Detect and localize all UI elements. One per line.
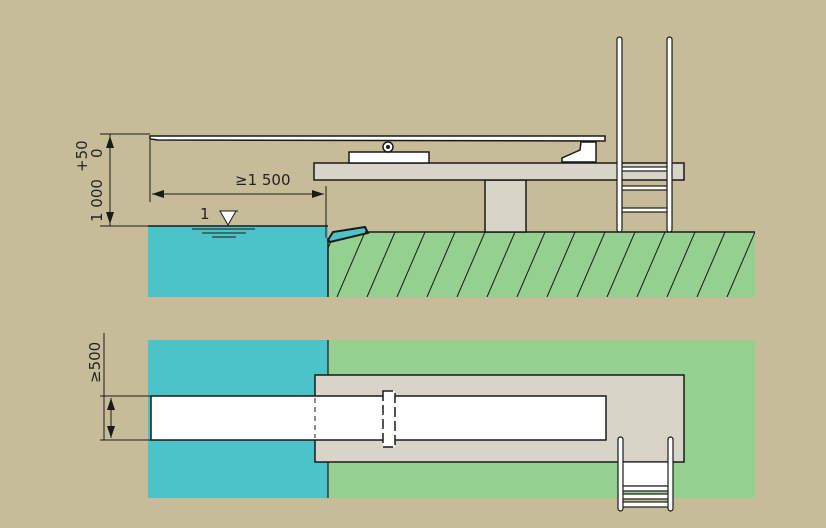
height-lower-tolerance: 0 [88,148,106,158]
clearance-dimension-label: ≥500 [86,342,104,383]
height-dimension [100,133,150,227]
hatch-line [456,232,486,297]
hatch-line [486,232,516,297]
height-dimension-label: 1 000 [88,179,106,222]
water-ripples [192,228,255,238]
hatch-line [696,232,726,297]
hatch-line [366,232,396,297]
side-view: 1 000 0 +50 ≥1 500 1 [73,36,785,297]
water-level-triangle-icon [219,210,237,227]
ladder-side [616,36,673,233]
platform [313,162,685,181]
overhang-dimension-label: ≥1 500 [235,171,291,189]
hatch-line [546,232,576,297]
hatch-line [606,232,636,297]
hatch-line [757,232,785,297]
diving-board-plan [150,395,607,441]
hatch-line [636,232,666,297]
ground-hatching [328,232,785,297]
clearance-dimension [100,333,151,441]
water-section [148,226,328,297]
fulcrum-clamp-plan [382,390,396,448]
hatch-line [516,232,546,297]
pool-edge-coping [326,225,370,244]
plan-view: ≥500 [86,333,755,512]
hatch-line [336,232,366,297]
overhang-dimension [149,140,327,238]
height-upper-tolerance: +50 [73,140,91,172]
rear-anchor [561,141,597,163]
hatch-line [396,232,426,297]
fulcrum-block [348,151,430,164]
hatch-line [666,232,696,297]
hatch-line [726,232,755,297]
water-level-label: 1 [200,205,210,223]
ground-section [328,232,755,297]
diving-board [149,135,606,142]
hatch-line [426,232,456,297]
ladder-plan [617,436,674,512]
support-pillar [484,179,527,233]
hatch-line [576,232,606,297]
